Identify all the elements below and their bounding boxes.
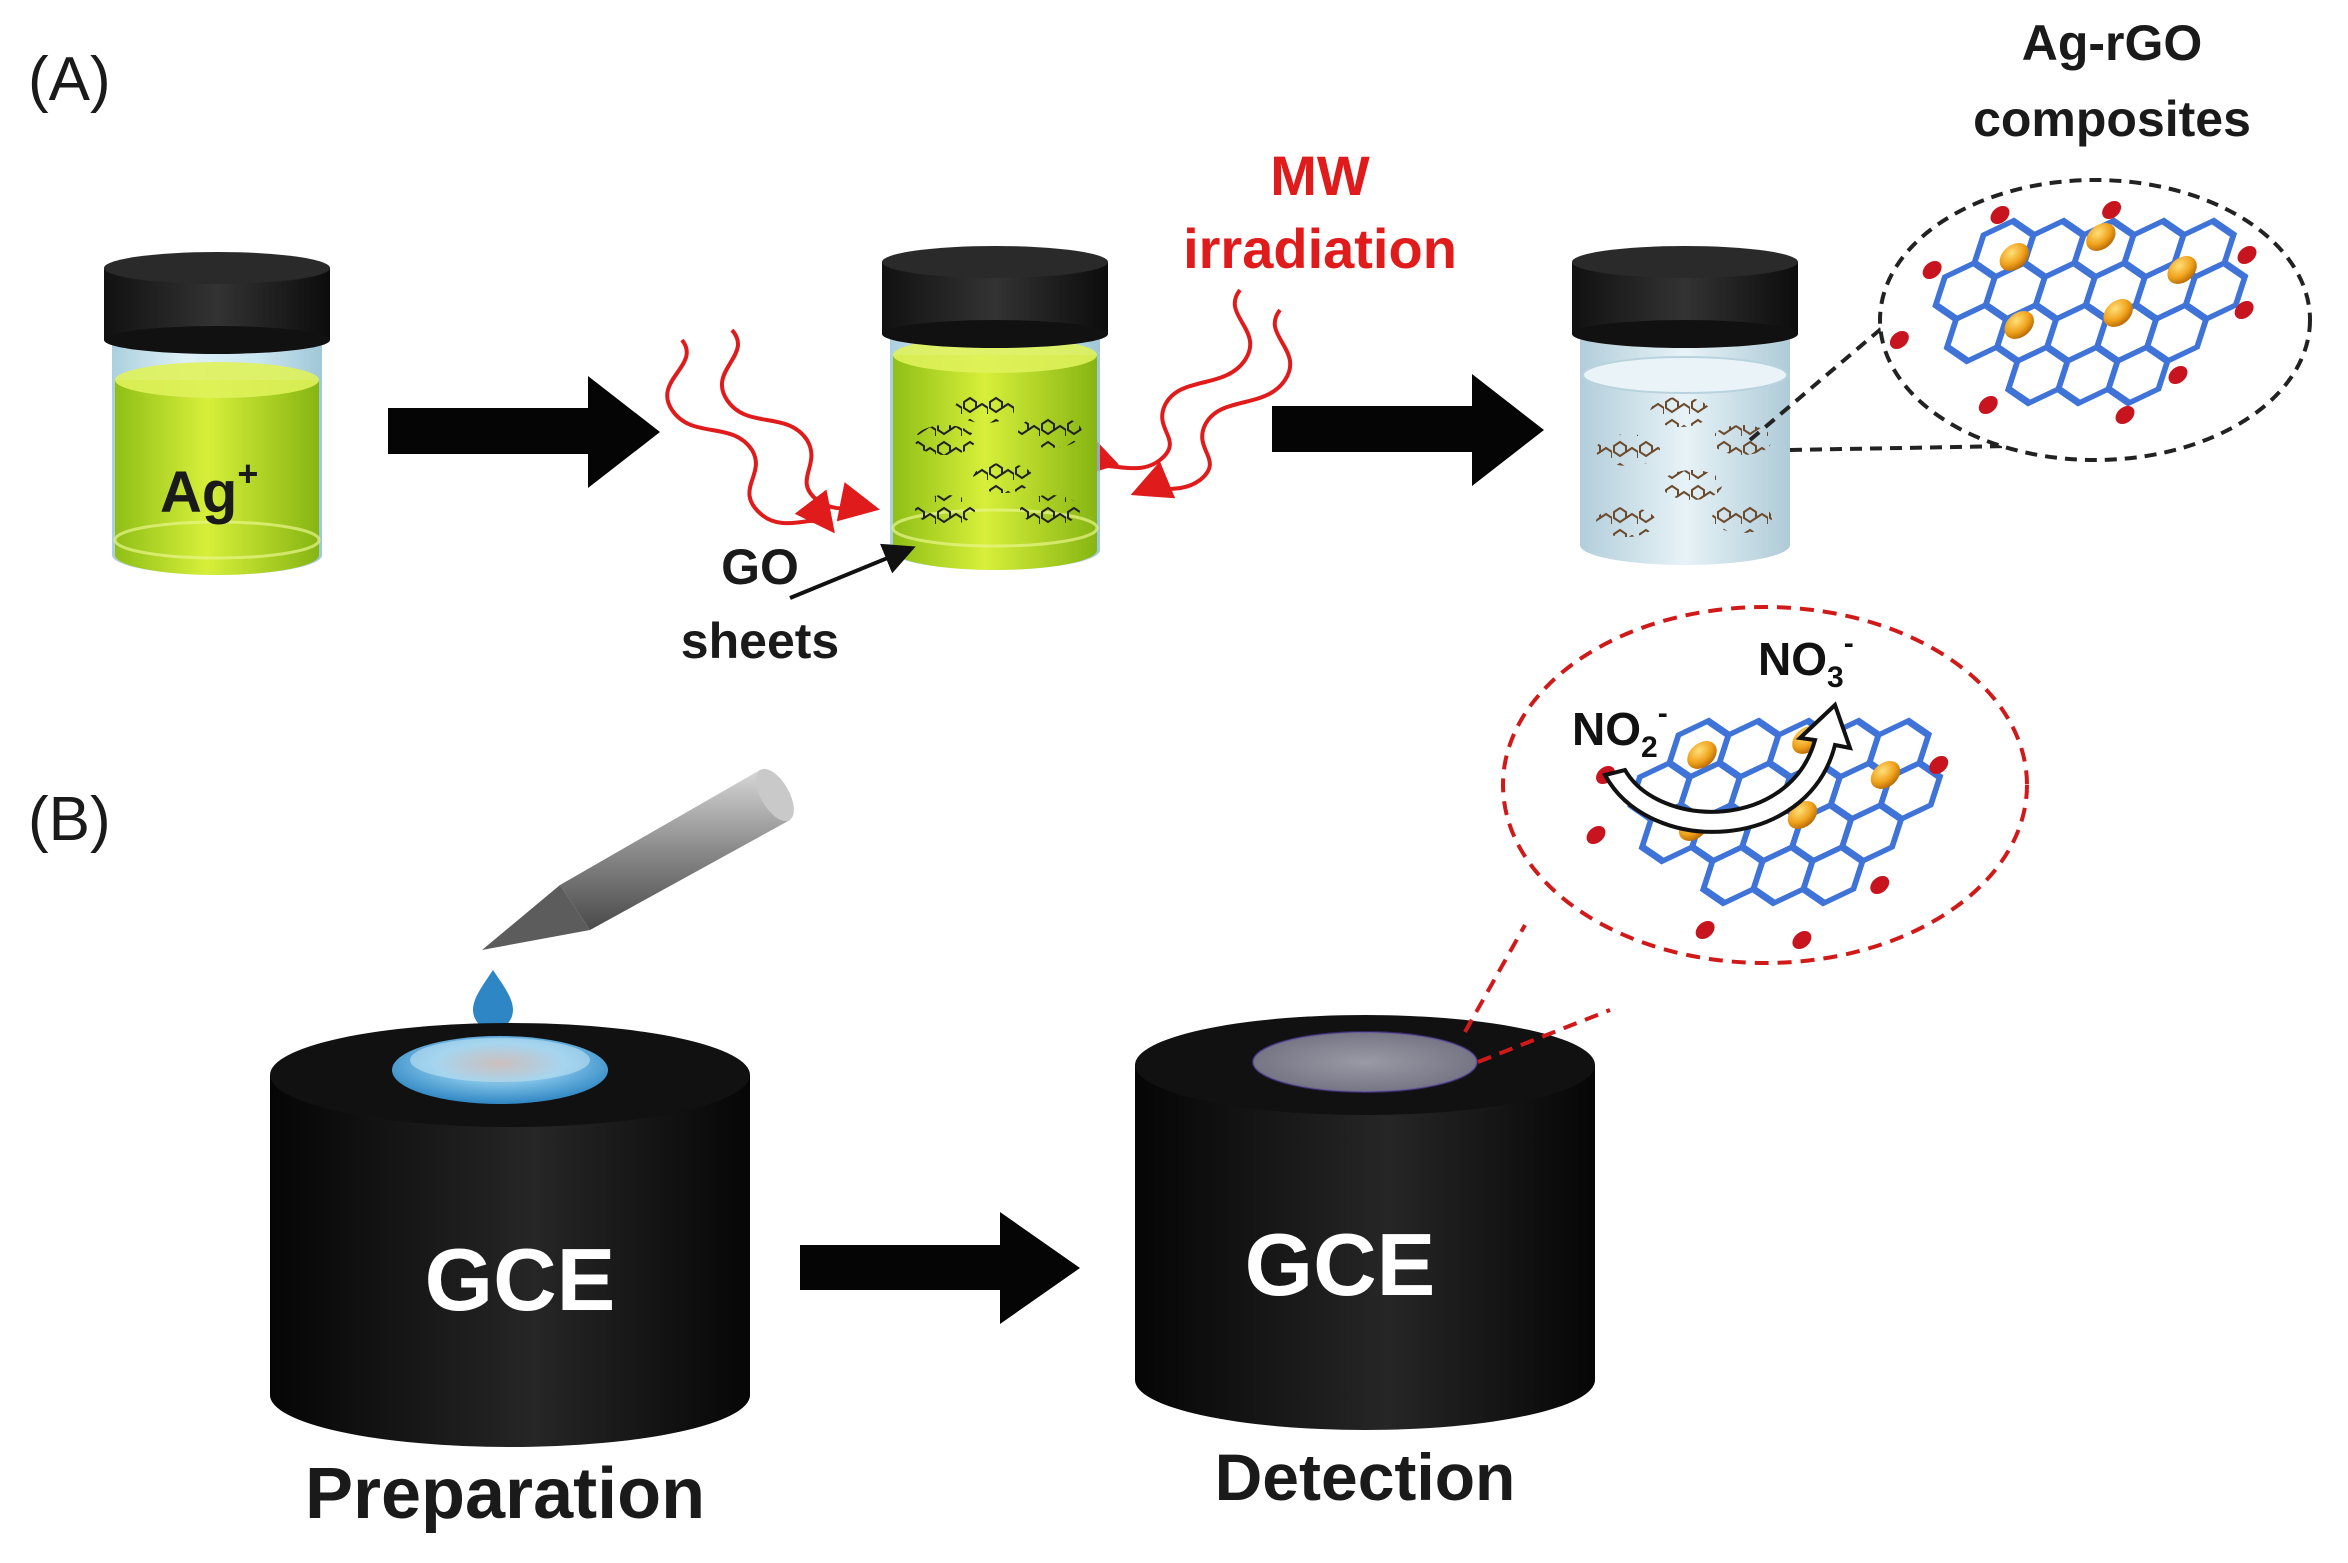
arrow-step-2 xyxy=(1272,374,1544,486)
jar-ag-label: Ag+ xyxy=(160,453,258,525)
detection-zoom-circle xyxy=(1501,605,2029,965)
composite-zoom-circle xyxy=(1878,178,2312,462)
composite-label-line2: composites xyxy=(1973,91,2251,147)
pipette xyxy=(482,768,794,950)
preparation-label: Preparation xyxy=(305,1454,705,1534)
panel-b-label: (B) xyxy=(28,785,111,854)
conversion-arrow xyxy=(1602,701,1854,834)
rgo-flakes xyxy=(1596,397,1772,537)
go-label: GO xyxy=(721,539,799,595)
microwave-waves-right xyxy=(1076,288,1293,499)
zoom-lines-b xyxy=(1463,924,1611,1064)
nitrite-label: NO2- xyxy=(1572,697,1668,764)
ag-rgo-lattice-a xyxy=(1889,201,2257,424)
irradiation-label: irradiation xyxy=(1183,217,1457,280)
gce-label-right: GCE xyxy=(1245,1215,1436,1314)
nitrate-label: NO3- xyxy=(1758,627,1854,694)
go-sheet-flakes xyxy=(915,393,1082,525)
jar-ag-solution: Ag+ xyxy=(104,252,330,575)
electrode-preparation: GCE xyxy=(270,1023,750,1447)
arrow-step-3 xyxy=(800,1212,1080,1324)
electrode-detection: GCE xyxy=(1135,1015,1595,1430)
mw-label: MW xyxy=(1270,144,1370,207)
microwave-waves-left xyxy=(665,328,880,534)
arrow-step-1 xyxy=(388,376,660,488)
gce-label-left: GCE xyxy=(425,1230,616,1329)
go-pointer-arrow xyxy=(789,543,916,600)
jar-ag-rgo xyxy=(1572,246,1798,565)
composite-label-line1: Ag-rGO xyxy=(2022,15,2203,71)
panel-a-label: (A) xyxy=(28,45,111,114)
detection-label: Detection xyxy=(1215,1440,1516,1514)
liquid-drop xyxy=(473,970,513,1030)
sheets-label: sheets xyxy=(681,613,839,669)
modified-film xyxy=(1253,1032,1477,1092)
jar-go-mixture xyxy=(882,246,1108,570)
